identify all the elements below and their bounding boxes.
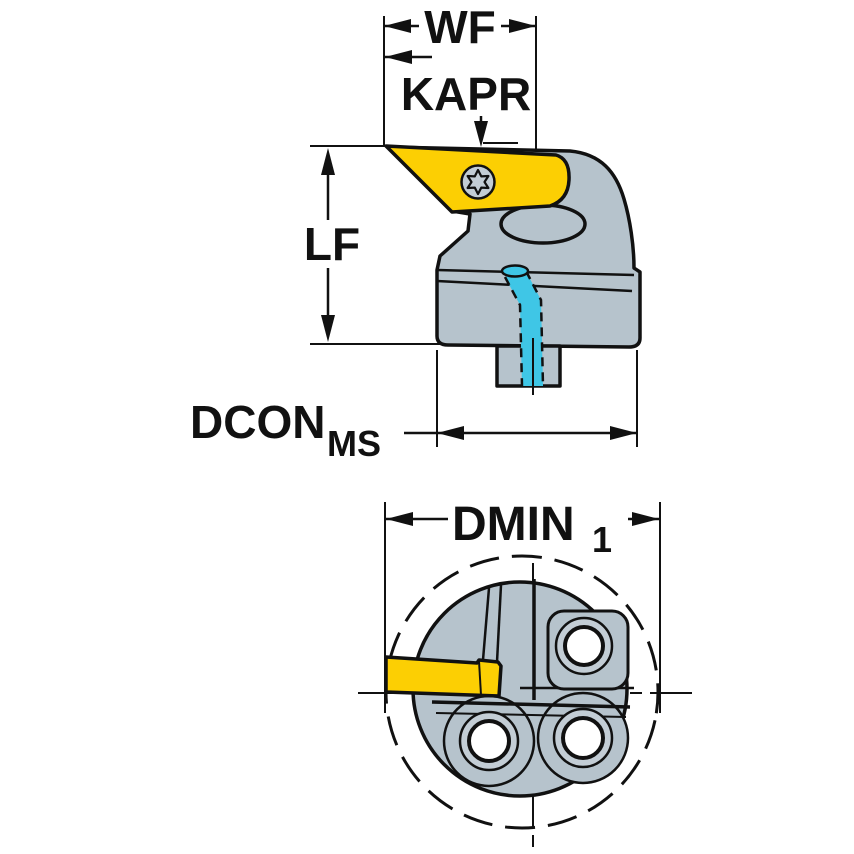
dmin-dashed-circle (384, 554, 660, 830)
insert-seat-lip (499, 203, 587, 245)
insert-end-profile (384, 655, 503, 698)
end-view: DMIN 1 (358, 498, 692, 848)
wf-label: WF (424, 1, 496, 53)
dmin-dimension: DMIN 1 (384, 498, 661, 713)
insert-notch-line (478, 660, 482, 696)
dcon-subscript: MS (327, 423, 381, 464)
coolant-hidden-line-left (503, 276, 524, 387)
dmin-subscript: 1 (592, 519, 612, 560)
dcon-arrow-left (437, 426, 464, 440)
screw-hole-bottom-left (467, 719, 511, 763)
side-view: WF KAPR LF DCON MS (190, 1, 642, 464)
kapr-arrow-down (474, 121, 488, 147)
pocket-wall-line-2 (495, 584, 503, 663)
screw-hole-bottom-right (561, 716, 605, 760)
wf-arrow-right (509, 19, 536, 33)
cutting-insert-end (384, 655, 503, 698)
dcon-dimension: DCON MS (190, 396, 637, 464)
coolant-inlet-hole (500, 264, 530, 278)
torx-icon (466, 168, 490, 196)
lf-label: LF (304, 218, 360, 270)
coolant-channel (500, 264, 545, 395)
dmin-arrow-right (632, 512, 659, 526)
dcon-label: DCON (190, 396, 325, 448)
wf-arrow-left (384, 19, 411, 33)
lf-arrow-up (321, 148, 335, 175)
coolant-hidden-line-right (524, 270, 545, 387)
dmin-arrow-left (386, 512, 413, 526)
dcon-arrow-right (610, 426, 637, 440)
lf-arrow-down (321, 315, 335, 342)
kapr-dimension: KAPR (385, 50, 531, 147)
screw-head (460, 164, 496, 200)
screw-hole-top-right (563, 625, 605, 667)
clamp-plate-edge (431, 700, 631, 709)
dmin-label: DMIN (452, 498, 575, 551)
pocket-wall-line-1 (481, 587, 491, 661)
collar-top-edge (436, 268, 635, 277)
cutting-insert-side (384, 144, 571, 214)
lf-dimension: LF (304, 148, 360, 342)
wf-dimension: WF (384, 1, 536, 53)
kapr-label: KAPR (401, 68, 531, 120)
